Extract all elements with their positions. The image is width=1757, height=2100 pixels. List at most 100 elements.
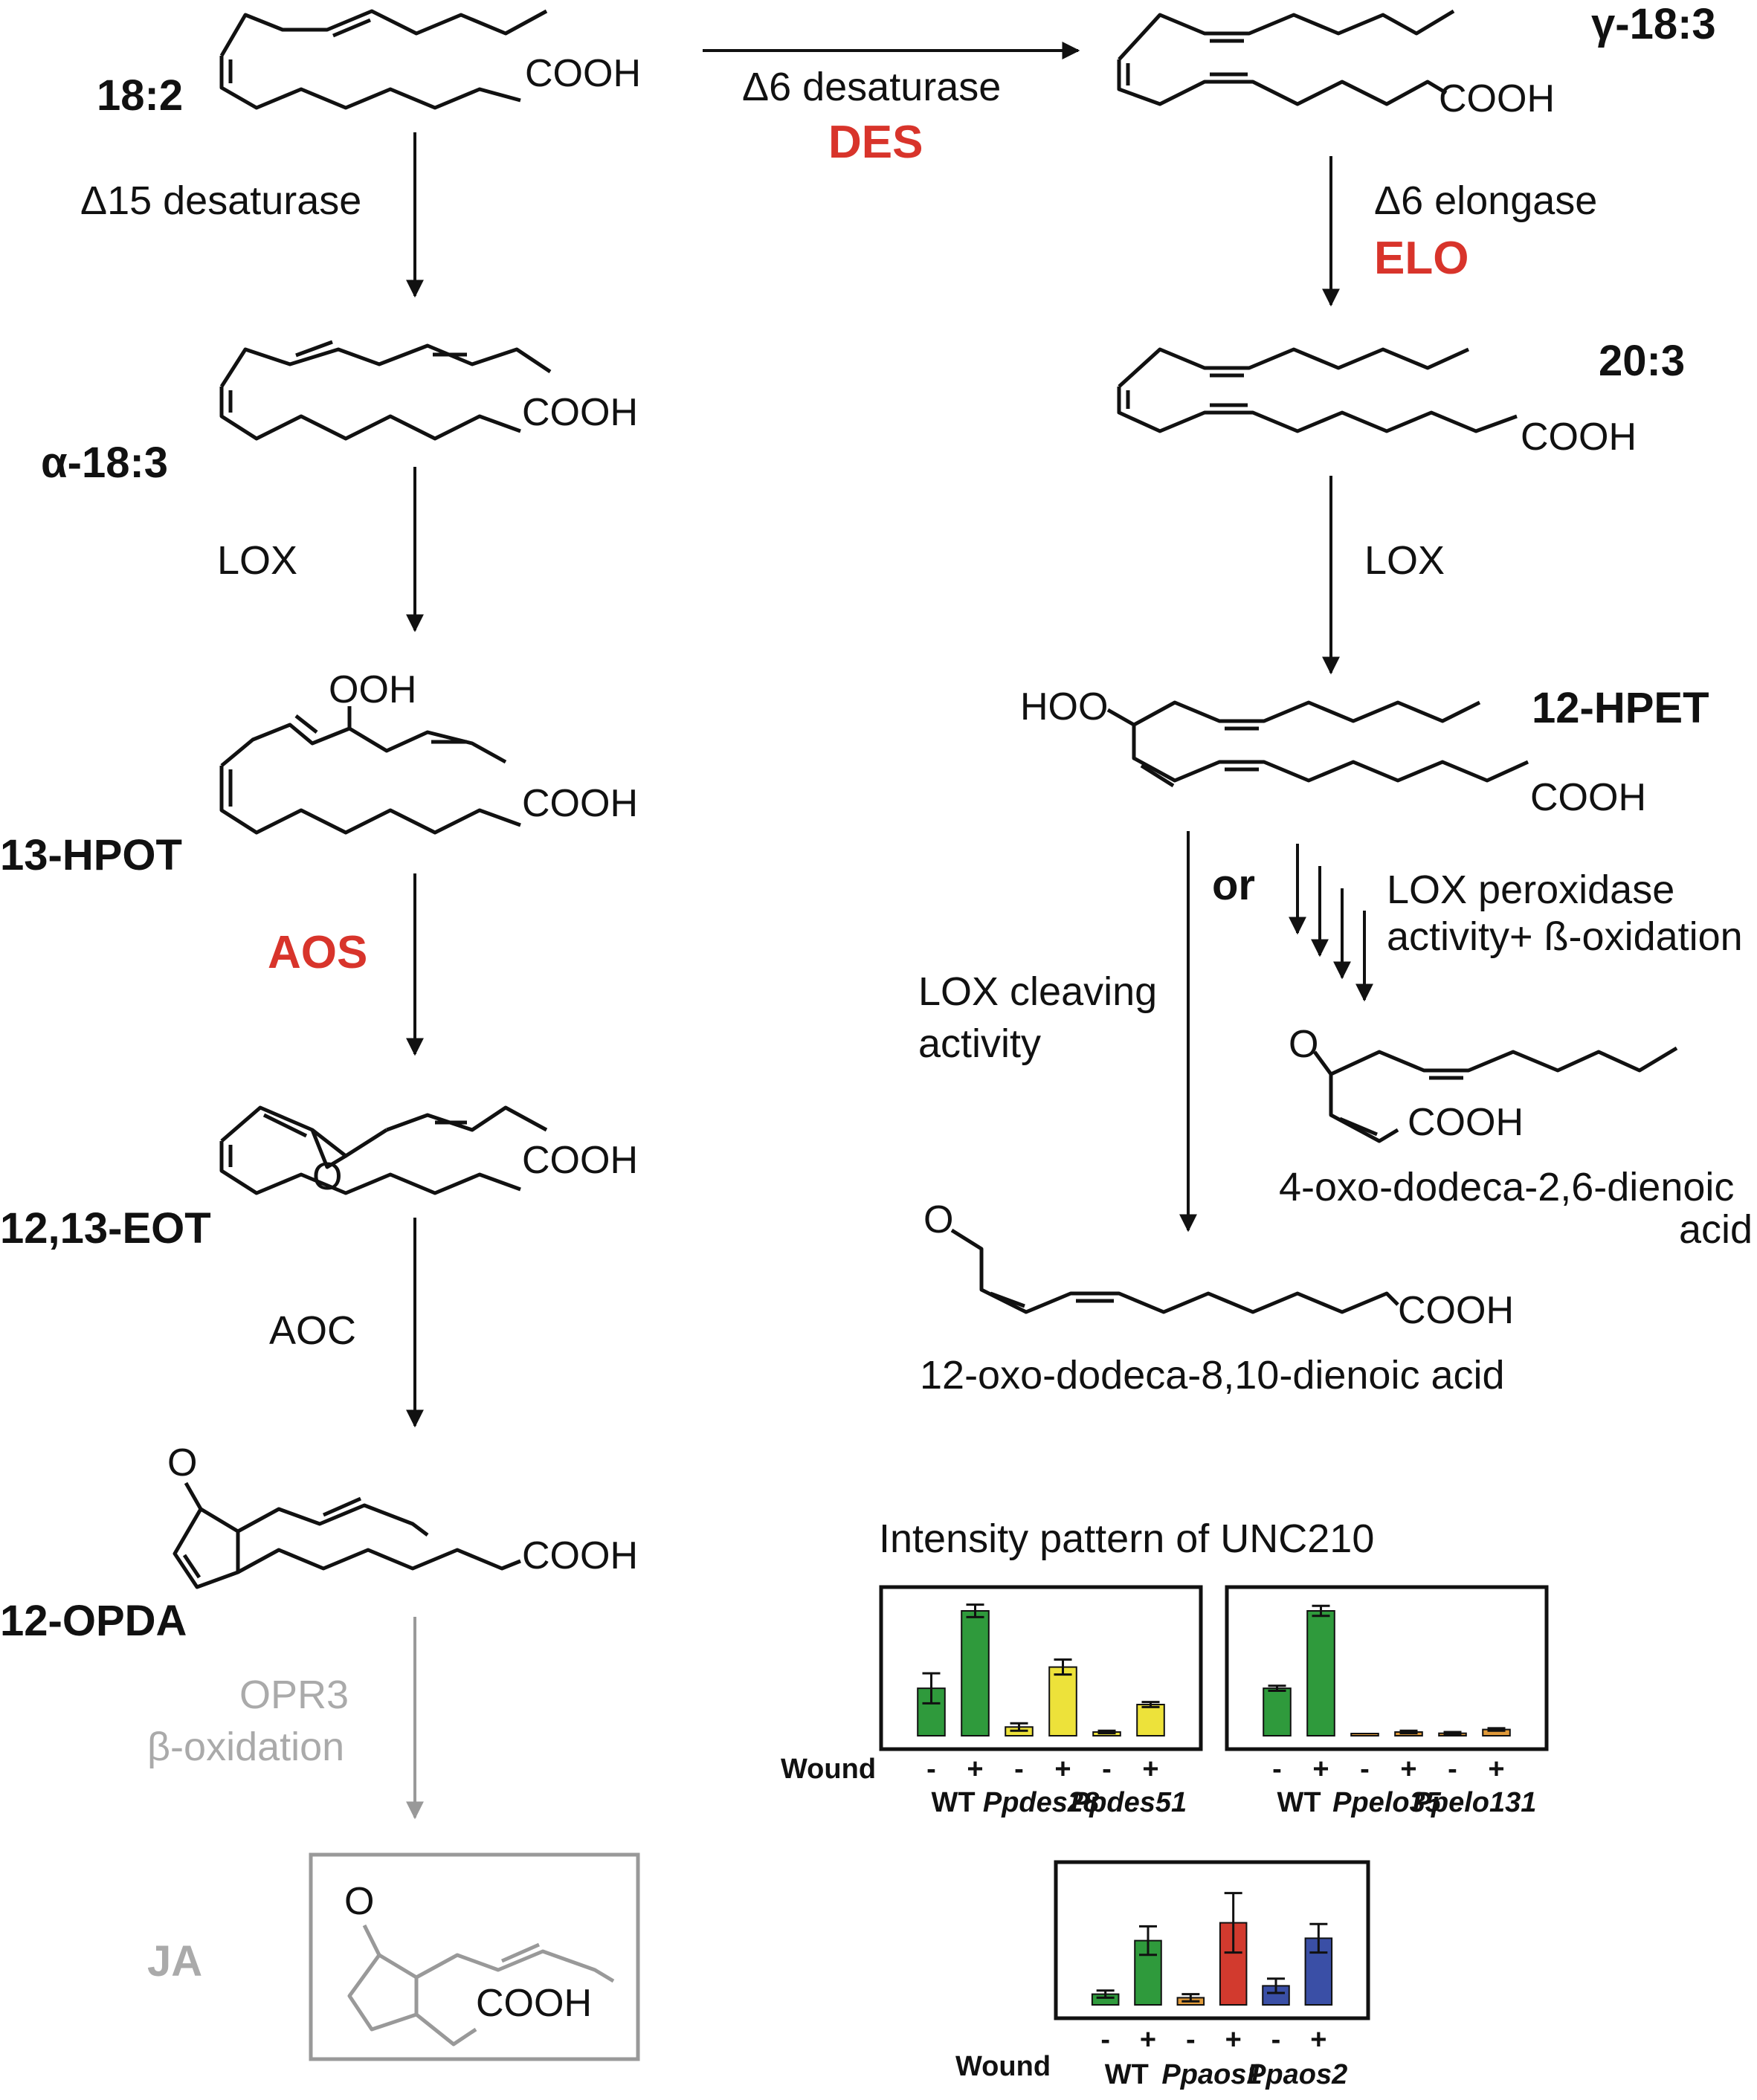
compound-ja: JA (147, 1937, 202, 1986)
wound-tick: + (1312, 1754, 1329, 1785)
structure-18-2: COOH (219, 9, 641, 110)
step-lox1: LOX (217, 538, 297, 583)
wound-tick: + (1310, 2024, 1326, 2055)
bar (1350, 1733, 1379, 1736)
cooh-label: COOH (522, 1139, 638, 1182)
step-beta-oxidation: β-oxidation (147, 1725, 344, 1769)
wound-tick: - (1102, 1754, 1112, 1785)
compound-12-13-eot: 12,13-EOT (0, 1204, 211, 1253)
wound-tick: + (1488, 1754, 1504, 1785)
strain-label: Ppaos2 (1247, 2059, 1347, 2090)
strain-label: Ppelo131 (1413, 1787, 1537, 1818)
strain-label: WT (1105, 2059, 1149, 2090)
bar-panel-aos-frame (1054, 1860, 1370, 2020)
structure-20-3: COOH (1117, 347, 1637, 459)
wound-tick: + (1054, 1754, 1071, 1785)
wound-tick: - (926, 1754, 936, 1785)
strain-label: Ppelo35 (1332, 1787, 1442, 1818)
ooh-label: OOH (329, 668, 416, 711)
step-d15: Δ15 desaturase (80, 178, 361, 223)
bar (1306, 1610, 1335, 1736)
strain-label: WT (1277, 1787, 1321, 1818)
structure-13-hpot: OOH COOH (219, 668, 638, 835)
wound-tick: - (1100, 2024, 1110, 2055)
cooh-label: COOH (1398, 1289, 1514, 1332)
cooh-label: COOH (1521, 416, 1637, 459)
strain-label: Ppdes51 (1071, 1787, 1187, 1818)
or-label: or (1212, 861, 1255, 909)
wound-label-top: Wound (781, 1754, 876, 1785)
epoxide-oxygen: O (312, 1155, 342, 1198)
compound-oxo-b: 12-oxo-dodeca-8,10-dienoic acid (920, 1353, 1505, 1398)
wound-tick: - (1360, 1754, 1370, 1785)
wound-tick: - (1272, 1754, 1282, 1785)
bar (1048, 1666, 1077, 1737)
strain-label: Ppaos1 (1161, 2059, 1262, 2090)
wound-tick: - (1014, 1754, 1024, 1785)
cooh-label: COOH (525, 52, 641, 95)
structure-12-13-eot: O COOH (219, 1105, 638, 1198)
compound-g18-3: γ-18:3 (1591, 0, 1716, 48)
ketone-oxygen: O (167, 1441, 197, 1484)
bar-panel-des-frame (879, 1585, 1203, 1751)
aldehyde-oxygen: O (923, 1198, 953, 1241)
wound-tick: + (1400, 1754, 1416, 1785)
bar-panel-elo-frame (1225, 1585, 1549, 1751)
wound-tick: + (967, 1754, 983, 1785)
hoo-label: HOO (1020, 685, 1108, 728)
compound-12-hpet: 12-HPET (1532, 684, 1709, 732)
step-d6elo: Δ6 elongase (1374, 178, 1597, 223)
wound-tick: - (1186, 2024, 1196, 2055)
step-d6des: Δ6 desaturase (742, 65, 1001, 109)
wound-label-bottom: Wound (955, 2051, 1051, 2082)
ketone-oxygen: O (344, 1880, 374, 1923)
enzyme-aos: AOS (268, 927, 367, 978)
cooh-label: COOH (522, 782, 638, 825)
step-lox2: LOX (1364, 538, 1445, 583)
structure-12-opda: O COOH (167, 1441, 638, 1589)
enzyme-elo: ELO (1374, 233, 1469, 284)
cooh-label: COOH (1408, 1101, 1524, 1144)
wound-tick: - (1448, 1754, 1457, 1785)
cooh-label: COOH (1439, 77, 1555, 120)
wound-tick: + (1142, 1754, 1158, 1785)
cooh-label: COOH (522, 1534, 638, 1577)
wound-tick: + (1225, 2024, 1242, 2055)
bar (1136, 1704, 1165, 1736)
bar (961, 1610, 990, 1736)
cooh-label: COOH (522, 391, 638, 434)
wound-tick: - (1271, 2024, 1281, 2055)
ja-box (309, 1852, 640, 2061)
compound-a18-3: α-18:3 (41, 439, 168, 487)
ketone-oxygen: O (1289, 1023, 1318, 1066)
structure-12-oxo: O COOH (923, 1198, 1514, 1332)
enzyme-des: DES (828, 117, 923, 168)
compound-oxo-a-1: 4-oxo-dodeca-2,6-dienoic (1279, 1165, 1734, 1209)
step-cleave-1: LOX cleaving (918, 969, 1157, 1014)
strain-label: Ppdes28 (983, 1787, 1100, 1818)
compound-12-opda: 12-OPDA (0, 1597, 187, 1645)
compound-13-hpot: 13-HPOT (0, 831, 182, 879)
structure-12-hpet: HOO COOH (1020, 685, 1646, 819)
compound-20-3: 20:3 (1599, 337, 1685, 385)
compound-oxo-a-2: acid (1679, 1207, 1753, 1252)
structure-4-oxo: O COOH (1289, 1023, 1678, 1144)
structure-g18-3: COOH (1117, 9, 1555, 120)
cooh-label: COOH (476, 1982, 592, 2025)
compound-18-2: 18:2 (97, 71, 183, 120)
strain-label: WT (931, 1787, 975, 1818)
structure-ja: O COOH (344, 1880, 615, 2046)
step-opr3: OPR3 (239, 1673, 349, 1717)
step-cleave-2: activity (918, 1021, 1041, 1066)
step-aoc: AOC (269, 1308, 356, 1353)
step-perox-1: LOX peroxidase (1387, 868, 1674, 912)
structure-a18-3: COOH (219, 340, 638, 441)
cooh-label: COOH (1530, 776, 1646, 819)
bar (1263, 1687, 1292, 1736)
step-perox-2: activity+ ß-oxidation (1387, 914, 1743, 959)
